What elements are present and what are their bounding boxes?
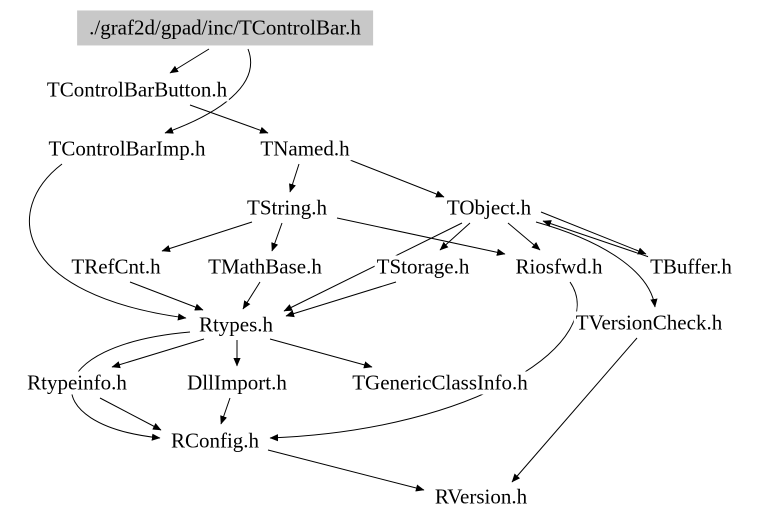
graph-node-RConfig: RConfig.h — [168, 428, 262, 453]
graph-node-TMathBase: TMathBase.h — [206, 254, 324, 279]
edge-TString-to-TMathBase — [271, 222, 283, 252]
graph-node-TGenericClassInfo: TGenericClassInfo.h — [350, 370, 530, 395]
graph-node-Rtypes: Rtypes.h — [196, 312, 276, 337]
graph-node-RVersion: RVersion.h — [432, 484, 530, 509]
graph-node-TStorage: TStorage.h — [374, 254, 472, 279]
edge-Rtypes-to-TGenericClassInfo — [269, 338, 373, 369]
edge-Rtypeinfo-to-RConfig — [99, 397, 162, 431]
graph-node-TObject: TObject.h — [444, 195, 534, 220]
graph-node-TVersionCheck: TVersionCheck.h — [573, 310, 725, 335]
edge-TObject-to-TBuffer — [540, 211, 647, 255]
edge-TObject-to-Riosfwd — [507, 222, 541, 251]
edge-TControlBarButton-to-TNamed — [189, 104, 269, 134]
graph-node-TRefCnt: TRefCnt.h — [69, 254, 163, 279]
graph-node-TControlBar: ./graf2d/gpad/inc/TControlBar.h — [77, 10, 373, 46]
graph-node-Rtypeinfo: Rtypeinfo.h — [25, 370, 129, 395]
edge-RConfig-to-RVersion — [267, 449, 425, 492]
edge-TString-to-TRefCnt — [161, 221, 253, 252]
edge-TStorage-to-Rtypes — [285, 281, 397, 318]
edge-Riosfwd-to-RConfig — [269, 281, 578, 442]
edge-TRefCnt-to-Rtypes — [129, 281, 204, 311]
edge-TBuffer-to-TObject — [542, 220, 653, 259]
edge-Rtypes-to-Rtypeinfo — [111, 338, 205, 369]
graph-node-DllImport: DllImport.h — [185, 370, 289, 395]
edge-TControlBar-to-TControlBarButton — [169, 48, 210, 74]
edge-TControlBarImp-to-Rtypes — [29, 163, 187, 321]
graph-node-TBuffer: TBuffer.h — [648, 254, 734, 279]
edge-TNamed-to-TString — [289, 163, 300, 193]
edge-TObject-to-TStorage — [439, 222, 471, 251]
edge-TString-to-Riosfwd — [336, 217, 506, 256]
edge-TNamed-to-TObject — [349, 159, 445, 198]
edge-DllImport-to-RConfig — [220, 397, 231, 425]
graph-node-TControlBarImp: TControlBarImp.h — [46, 136, 208, 161]
edge-TControlBar-to-TControlBarImp — [164, 48, 252, 134]
edge-TMathBase-to-Rtypes — [242, 281, 261, 310]
edge-TObject-to-TVersionCheck — [535, 221, 658, 308]
edge-TVersionCheck-to-RVersion — [511, 337, 638, 483]
graph-node-Riosfwd: Riosfwd.h — [513, 254, 605, 279]
graph-node-TString: TString.h — [245, 195, 329, 220]
graph-node-TControlBarButton: TControlBarButton.h — [44, 77, 230, 102]
edge-TObject-to-Rtypes — [283, 222, 463, 312]
graph-node-TNamed: TNamed.h — [258, 136, 352, 161]
